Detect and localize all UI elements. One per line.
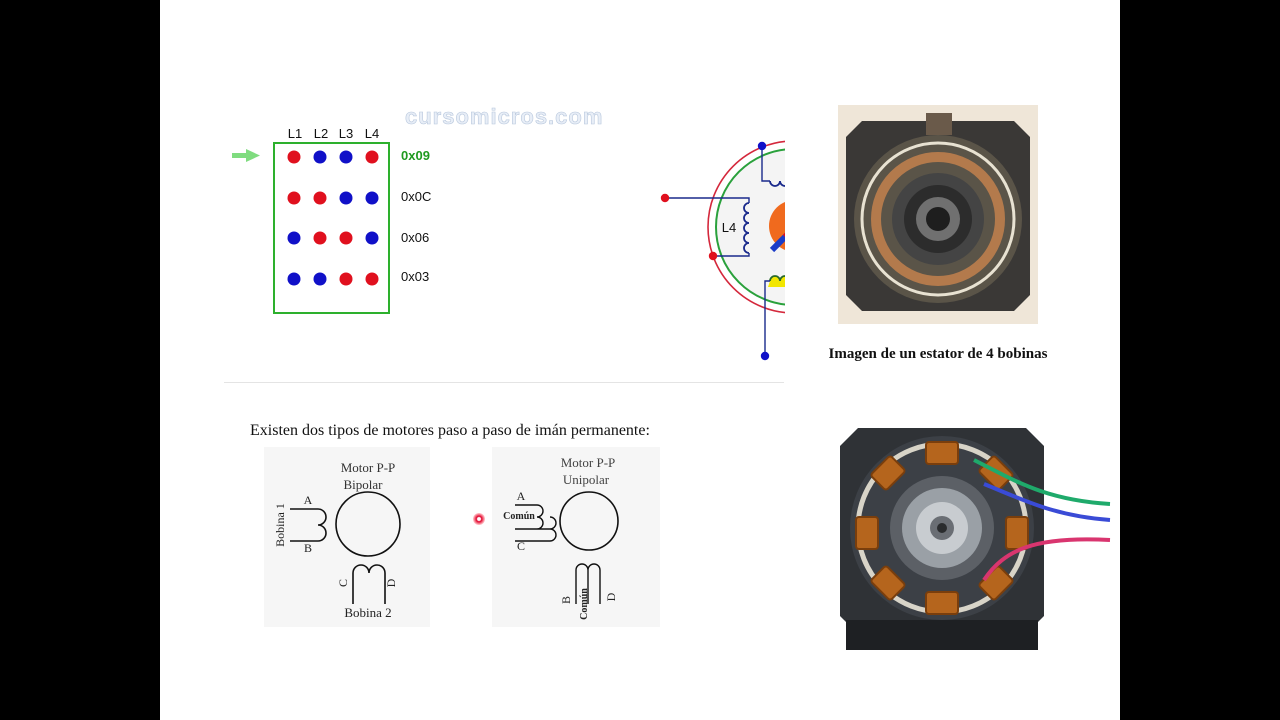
bipolar-coil-2 (352, 564, 386, 604)
sequence-dot (313, 150, 327, 164)
stator-caption: Imagen de un estator de 4 bobinas (828, 346, 1048, 362)
active-step-arrow-icon (232, 149, 260, 162)
sequence-dots (287, 150, 379, 286)
slide: cursomicros.com L1 L2 L3 L4 0x09 0x0C 0x… (160, 0, 1120, 720)
sequence-dot (339, 150, 353, 164)
terminal-ring-left (708, 251, 718, 261)
lead-l3-bottom (764, 280, 770, 356)
sequence-dot (287, 231, 301, 245)
bipolar-coil-1-label: Bobina 1 (273, 503, 287, 547)
col-label-l4: L4 (365, 126, 379, 141)
sequence-dot (313, 231, 327, 245)
coil-l1-winding (769, 180, 785, 187)
sequence-dot (339, 272, 353, 286)
sequence-dot (365, 191, 379, 205)
sequence-dot (287, 191, 301, 205)
sequence-frame (273, 142, 390, 314)
unipolar-label-b: B (559, 596, 573, 604)
unipolar-rotor (559, 491, 619, 551)
unipolar-diagram: Motor P-P Unipolar A Común C B Común D (492, 447, 660, 627)
unipolar-label-a: A (517, 489, 526, 503)
stepper-motor-photo (834, 420, 1112, 668)
sequence-table: L1 L2 L3 L4 0x09 0x0C 0x06 0x03 (232, 126, 431, 314)
bipolar-coil-1 (290, 508, 327, 542)
step-code-1: 0x09 (401, 148, 430, 163)
coil-l4-winding (743, 202, 750, 254)
sequence-dot (287, 150, 301, 164)
terminal-bottom (760, 351, 770, 361)
terminal-left (660, 193, 670, 203)
unipolar-title-2: Unipolar (563, 472, 610, 487)
bipolar-title-1: Motor P-P (341, 460, 396, 475)
outer-ring (707, 140, 785, 314)
unipolar-label-c: C (517, 539, 525, 553)
bipolar-label-c: C (336, 579, 350, 587)
intro-text: Existen dos tipos de motores paso a paso… (250, 422, 650, 439)
sequence-dot (339, 191, 353, 205)
stator-diagram: L1 L2 L3 L4 (660, 140, 785, 361)
step-code-4: 0x03 (401, 269, 429, 284)
unipolar-coil-2 (575, 563, 601, 604)
bipolar-coil-2-label: Bobina 2 (344, 605, 391, 620)
rotor-arrow-icon (769, 232, 785, 253)
lead-l4-left (665, 197, 750, 203)
watermark: cursomicros.com (405, 104, 604, 130)
lead-l4-ring (713, 253, 750, 257)
lead-l1-ring (761, 146, 770, 182)
unipolar-label-common-2: Común (579, 588, 590, 620)
coil-l3-winding (769, 275, 785, 282)
sequence-dot (365, 231, 379, 245)
section-divider (224, 382, 784, 383)
sequence-dot (365, 272, 379, 286)
col-label-l1: L1 (288, 126, 302, 141)
stator-ring (715, 148, 785, 306)
bipolar-rotor (335, 491, 401, 557)
coil-label-l4: L4 (722, 220, 736, 235)
sequence-dot (339, 231, 353, 245)
sequence-dot (313, 272, 327, 286)
step-code-3: 0x06 (401, 230, 429, 245)
sequence-dot (287, 272, 301, 286)
bipolar-label-a: A (304, 493, 313, 507)
bipolar-diagram: Motor P-P Bipolar A B Bobina 1 C D Bobin… (264, 447, 430, 627)
unipolar-coil-1 (515, 504, 557, 542)
laser-pointer-dot (473, 513, 485, 525)
col-label-l3: L3 (339, 126, 353, 141)
terminal-ring-top (757, 141, 767, 151)
bipolar-label-d: D (384, 578, 398, 587)
col-label-l2: L2 (314, 126, 328, 141)
bipolar-title-2: Bipolar (344, 477, 384, 492)
unipolar-label-d: D (604, 592, 618, 601)
stator-photo (838, 105, 1038, 324)
sequence-dot (313, 191, 327, 205)
bipolar-label-b: B (304, 541, 312, 555)
sequence-dot (365, 150, 379, 164)
unipolar-label-common-1: Común (503, 511, 535, 522)
step-code-2: 0x0C (401, 189, 431, 204)
unipolar-title-1: Motor P-P (561, 455, 616, 470)
